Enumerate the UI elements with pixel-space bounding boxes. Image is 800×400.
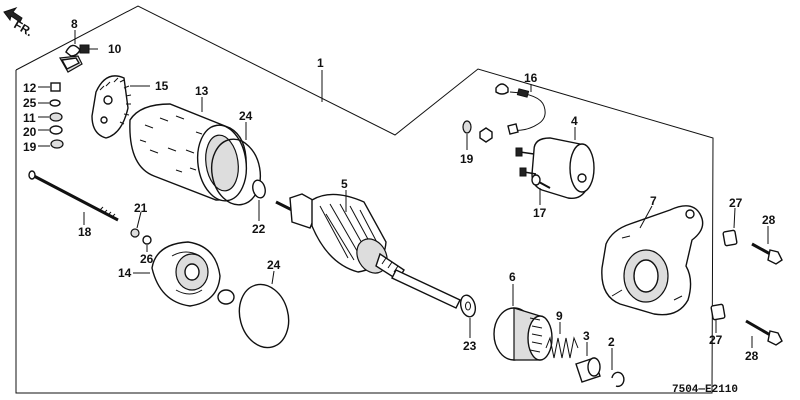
callout-27-lower: 27 (709, 333, 723, 347)
armature (275, 193, 461, 309)
callout-20: 20 (23, 125, 37, 139)
o-ring-upper (210, 138, 262, 206)
callout-23: 23 (463, 339, 477, 353)
front-marker-label: FR. (12, 17, 36, 39)
callout-8: 8 (71, 17, 78, 31)
callout-16: 16 (524, 71, 538, 85)
callout-7: 7 (650, 194, 657, 208)
o-ring-lower (238, 283, 290, 349)
callout-11: 11 (23, 111, 36, 125)
starter-solenoid (515, 137, 595, 200)
callout-2: 2 (608, 335, 615, 349)
pinion-drive-gear (493, 307, 553, 361)
callout-15: 15 (155, 79, 169, 93)
callout-4: 4 (571, 114, 578, 128)
brush-holder-plate-part (91, 75, 132, 139)
rear-end-cover (151, 241, 221, 307)
callout-19-right: 19 (460, 152, 474, 166)
callout-24-upper: 24 (239, 109, 253, 123)
callout-13: 13 (195, 84, 209, 98)
callout-26: 26 (140, 252, 154, 266)
callout-1: 1 (317, 56, 324, 70)
front-direction-arrow: FR. (3, 7, 36, 39)
callout-labels: 8 10 12 15 25 11 20 19 13 24 1 16 4 19 1… (23, 17, 776, 363)
callout-22: 22 (252, 222, 266, 236)
flange-bolt-28-lower (745, 319, 783, 346)
front-bracket (601, 205, 704, 316)
callout-24-lower: 24 (267, 258, 281, 272)
callout-3: 3 (583, 329, 590, 343)
callout-14: 14 (118, 266, 132, 280)
washer-19 (462, 120, 472, 134)
pinion-spring (545, 336, 579, 359)
flange-bolt-28-upper (751, 242, 783, 265)
washer-21 (130, 228, 140, 238)
diagram-reference-code: 7504—E2110 (672, 384, 738, 396)
assembly-frame (15, 5, 714, 394)
callout-28-upper: 28 (762, 213, 776, 227)
callout-21: 21 (134, 201, 148, 215)
callout-6: 6 (509, 270, 516, 284)
washer-26 (142, 235, 152, 245)
brush-plate-part (59, 55, 83, 73)
callout-9: 9 (556, 309, 563, 323)
callout-19-left: 19 (23, 140, 37, 154)
callout-28-lower: 28 (745, 349, 759, 363)
lead-wire (495, 83, 546, 135)
nut-19 (479, 127, 493, 143)
rear-bushing (217, 289, 235, 305)
washer-22 (252, 179, 266, 199)
snap-ring (611, 371, 625, 388)
brush-spring-part (65, 44, 90, 57)
small-hardware-stack (49, 82, 64, 149)
callout-12: 12 (23, 81, 37, 95)
stop-collar (575, 357, 601, 383)
callout-17: 17 (533, 206, 547, 220)
solenoid-bolt (531, 174, 551, 189)
callout-18: 18 (78, 225, 92, 239)
motor-yoke-housing (129, 103, 248, 202)
collar-27-upper (722, 229, 738, 247)
callout-10: 10 (108, 42, 122, 56)
collar-27-lower (710, 303, 726, 321)
through-bolt (28, 170, 119, 222)
callout-5: 5 (341, 177, 348, 191)
callout-27-upper: 27 (729, 196, 743, 210)
callout-25: 25 (23, 96, 37, 110)
